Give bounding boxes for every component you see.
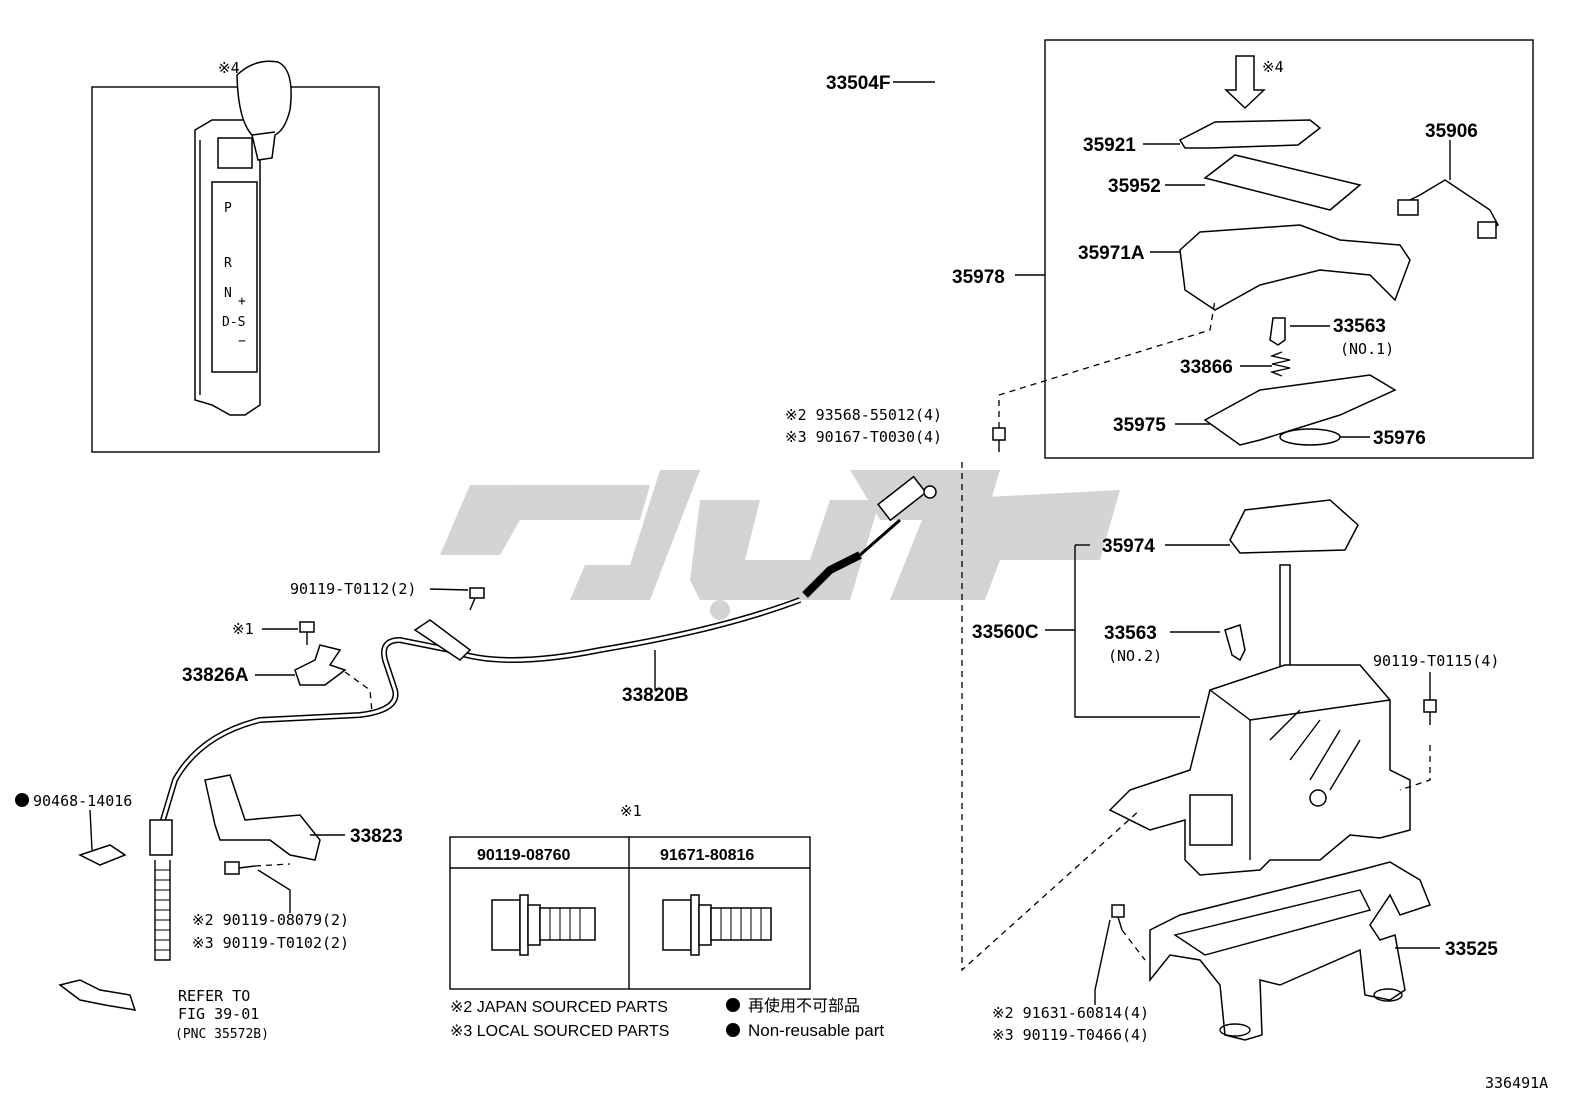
shift-plate-box [91,86,380,453]
part-33504F: 33504F [826,73,890,94]
part-35921: 35921 [1083,135,1136,156]
note-local-sourced: ※3 LOCAL SOURCED PARTS [450,1023,669,1040]
part-90167-line2: ※3 90167-T0030(4) [785,428,942,446]
note-marker-4: ※4 [218,59,240,77]
part-90119-08079-line1: ※2 90119-08079(2) [192,911,349,929]
bolts [224,427,1437,931]
note-marker-1-table: ※1 [620,802,642,820]
part-35978: 35978 [952,267,1005,288]
figure-id: 336491A [1485,1074,1548,1092]
shift-position-p: P [224,201,232,216]
refer-bracket [58,979,137,1011]
bolt-table [449,836,811,990]
part-33826A: 33826A [182,665,249,686]
shift-position-r: R [224,256,232,271]
part-93568-line1: ※2 93568-55012(4) [785,406,942,424]
console-assembly-box [1044,39,1534,459]
shift-position-n: N [224,286,232,301]
part-35974: 35974 [1102,536,1155,557]
refer-to-line1: REFER TO [178,987,250,1005]
part-35952: 35952 [1108,176,1161,197]
cable-bracket [204,774,321,861]
part-33563-no1: 33563 [1333,316,1386,337]
clip-90468 [78,844,127,866]
bolt-table-header-1: 90119-08760 [477,847,571,864]
note-marker-4-arrow: ※4 [1262,58,1284,76]
note-marker-1-bolt: ※1 [232,620,254,638]
shift-cable [149,475,937,961]
part-35971A: 35971A [1078,243,1145,264]
part-33563-no1-sub: (NO.1) [1340,340,1394,358]
note-japan-sourced: ※2 JAPAN SOURCED PARTS [450,999,668,1016]
shift-plus: + [238,294,246,309]
dashed-lines [254,299,1431,972]
part-33563-no2-sub: (NO.2) [1108,647,1162,665]
part-33563-no2: 33563 [1104,623,1157,644]
note-nonreusable-jp: 再使用不可部品 [748,997,860,1015]
shifter-assembly [1108,499,1411,876]
leader-lines [89,81,1451,1005]
refer-to-line3: (PNC 35572B) [175,1027,269,1042]
shifter-bracket [1149,861,1431,1041]
refer-to-line2: FIG 39-01 [178,1005,259,1023]
part-35975: 35975 [1113,415,1166,436]
part-33866: 33866 [1180,357,1233,378]
part-90119-T0115: 90119-T0115(4) [1373,652,1499,670]
nonreusable-dot-icon [726,998,740,1012]
part-33823: 33823 [350,826,403,847]
part-90119-T0102-line2: ※3 90119-T0102(2) [192,934,349,952]
part-91631-line1: ※2 91631-60814(4) [992,1004,1149,1022]
part-35976: 35976 [1373,428,1426,449]
shift-knob [236,60,292,161]
bolt-table-header-2: 91671-80816 [660,847,754,864]
part-33560C: 33560C [972,622,1039,643]
part-90468-14016: 90468-14016 [33,792,132,810]
nonreusable-dot-icon [15,793,29,807]
part-90119-T0466-line2: ※3 90119-T0466(4) [992,1026,1149,1044]
nonreusable-dot-icon [726,1023,740,1037]
part-33525: 33525 [1445,939,1498,960]
shift-minus: − [238,334,246,349]
part-33820B: 33820B [622,685,689,706]
part-35906: 35906 [1425,121,1478,142]
shift-position-ds: D-S [222,315,245,330]
part-90119-T0112: 90119-T0112(2) [290,580,416,598]
note-nonreusable-en: Non-reusable part [748,1021,884,1040]
watermark-logo [440,470,1120,620]
